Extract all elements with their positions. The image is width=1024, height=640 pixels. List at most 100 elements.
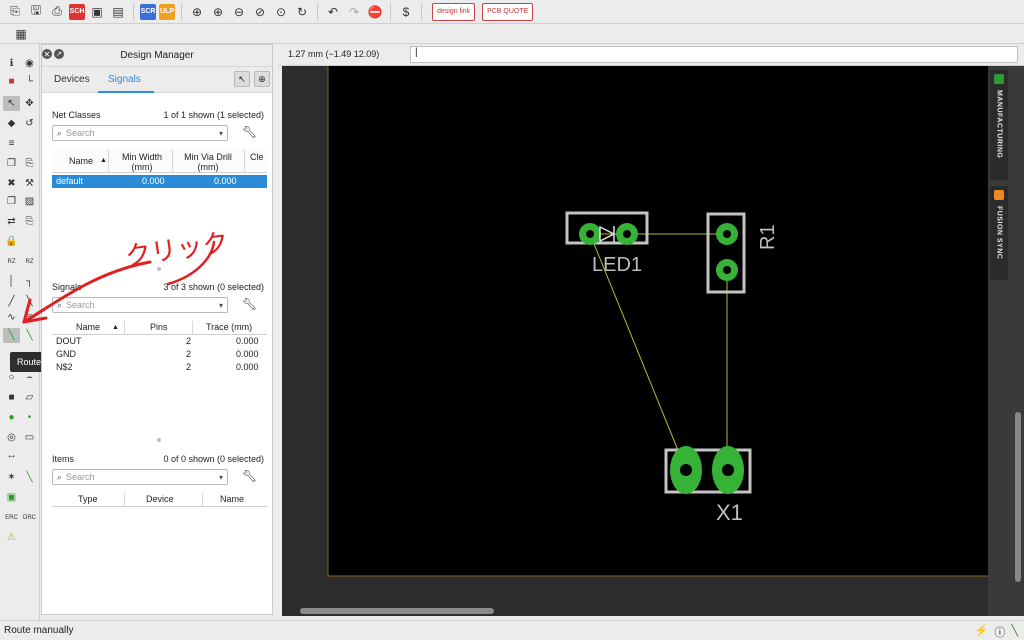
cam-icon[interactable]: ▣ xyxy=(91,4,103,19)
signal-icon[interactable]: • xyxy=(27,412,32,423)
circle-icon[interactable]: ○ xyxy=(8,372,15,383)
stop-icon[interactable]: ⛔ xyxy=(367,4,383,19)
copy-icon[interactable]: ❐ xyxy=(7,158,16,169)
replace-icon[interactable]: ❐ xyxy=(7,196,16,207)
column-header-clearance[interactable]: Cle xyxy=(250,152,264,162)
mirror-icon[interactable]: ◆ xyxy=(7,118,16,129)
r1-footprint[interactable] xyxy=(706,212,746,294)
dimension-icon[interactable]: ↔ xyxy=(6,450,17,461)
column-header-min-width[interactable]: Min Width (mm) xyxy=(121,152,162,172)
column-header-pins[interactable]: Pins xyxy=(150,322,168,332)
pcb-quote-button[interactable]: PCB QUOTE xyxy=(482,2,534,21)
design-link-button[interactable]: design link xyxy=(432,2,476,21)
ripup-icon[interactable]: ╲ xyxy=(26,296,33,307)
paste-group-icon[interactable]: ⎘ xyxy=(25,216,34,227)
zoom-out-icon[interactable]: ⊖ xyxy=(233,4,245,19)
column-header-name[interactable]: Name xyxy=(220,494,245,504)
redraw-icon[interactable]: ↻ xyxy=(296,4,308,19)
change-icon[interactable]: ⚒ xyxy=(25,178,34,189)
fusion-sync-tab[interactable]: FUSION SYNC xyxy=(990,186,1008,280)
paste-icon[interactable]: ⎘ xyxy=(25,158,34,169)
align-icon[interactable]: ≡ xyxy=(8,138,15,149)
fab-icon[interactable]: ▤ xyxy=(112,4,124,19)
column-header-type[interactable]: Type xyxy=(78,494,98,504)
splitter-handle[interactable] xyxy=(157,438,161,442)
lightning-icon[interactable]: ⚡ xyxy=(974,625,989,637)
x1-footprint[interactable] xyxy=(664,446,752,494)
column-header-trace[interactable]: Trace (mm) xyxy=(206,322,253,332)
command-line-input[interactable]: | xyxy=(410,46,1018,63)
help-icon[interactable]: $ xyxy=(402,4,410,19)
save-icon[interactable]: 🖫 xyxy=(30,3,42,17)
ratsnest-icon[interactable]: ✶ xyxy=(7,472,16,483)
undo-icon[interactable]: ↶ xyxy=(327,4,339,19)
column-header-device[interactable]: Device xyxy=(146,494,174,504)
arc-icon[interactable]: ⌢ xyxy=(26,372,33,383)
signals-search[interactable]: ⌕ Search ▾ xyxy=(52,297,228,313)
table-row[interactable]: default 0.000 0.000 xyxy=(52,175,267,188)
ulp-icon[interactable]: ULP xyxy=(159,3,175,20)
manufacturing-tab[interactable]: MANUFACTURING xyxy=(990,70,1008,180)
swap-icon[interactable]: ⇄ xyxy=(7,216,16,227)
zoom-select-icon[interactable]: ⊘ xyxy=(254,4,266,19)
lock-icon[interactable]: 🔒 xyxy=(5,236,18,247)
mark-icon[interactable]: └ xyxy=(25,76,34,87)
group-icon[interactable]: ▨ xyxy=(24,196,35,207)
grid-icon[interactable]: ▦ xyxy=(15,27,27,41)
show-icon[interactable]: ◉ xyxy=(25,58,34,69)
horizontal-scrollbar[interactable] xyxy=(300,608,494,614)
wrench-icon[interactable]: 🔧︎ xyxy=(242,297,258,311)
select-mode-icon[interactable]: ↖ xyxy=(234,71,250,87)
route-icon[interactable]: ╲ xyxy=(3,328,20,343)
optimize-icon[interactable]: RZ xyxy=(25,258,34,265)
wrench-icon[interactable]: 🔧︎ xyxy=(242,125,258,139)
route-status-icon[interactable]: ╲ xyxy=(1011,625,1018,637)
warning-icon[interactable]: ⚠ xyxy=(7,532,16,543)
table-row[interactable]: DOUT 2 0.000 xyxy=(52,335,267,348)
zoom-area-icon[interactable]: ⊙ xyxy=(275,4,287,19)
column-header-min-via-drill[interactable]: Min Via Drill (mm) xyxy=(184,152,232,172)
items-search[interactable]: ⌕ Search ▾ xyxy=(52,469,228,485)
erc-icon[interactable]: ERC xyxy=(5,514,18,521)
hole-icon[interactable]: ◎ xyxy=(7,432,16,443)
drc-icon[interactable]: DRC xyxy=(23,514,36,521)
via-icon[interactable]: ● xyxy=(8,412,15,423)
select-icon[interactable]: ↖ xyxy=(3,96,20,111)
menu-icon[interactable]: ≡ xyxy=(26,312,33,323)
zoom-fit-icon[interactable]: ⊕ xyxy=(191,4,203,19)
table-row[interactable]: GND 2 0.000 xyxy=(52,348,267,361)
wire-icon[interactable]: ╱ xyxy=(8,296,15,307)
net-classes-search[interactable]: ⌕ Search ▾ xyxy=(52,125,228,141)
redo-icon[interactable]: ↷ xyxy=(348,4,360,19)
zoom-mode-icon[interactable]: ⊕ xyxy=(254,71,270,87)
print-icon[interactable]: ⎙ xyxy=(52,4,62,18)
table-row[interactable]: N$2 2 0.000 xyxy=(52,361,267,374)
move-icon[interactable]: ✥ xyxy=(25,98,34,109)
tab-devices[interactable]: Devices xyxy=(54,74,90,85)
wrench-icon[interactable]: 🔧︎ xyxy=(242,469,258,483)
board-icon[interactable]: ▣ xyxy=(6,492,17,503)
delete-icon[interactable]: ✖ xyxy=(7,178,16,189)
attribute-icon[interactable]: ▭ xyxy=(24,432,35,443)
zoom-in-icon[interactable]: ⊕ xyxy=(212,4,224,19)
sch-icon[interactable]: SCH xyxy=(69,3,85,20)
rect-icon[interactable]: ■ xyxy=(8,392,15,403)
miter-icon[interactable]: ┐ xyxy=(25,276,34,287)
new-icon[interactable]: ⎘ xyxy=(10,4,20,18)
scr-icon[interactable]: SCR xyxy=(140,3,156,20)
tab-signals[interactable]: Signals xyxy=(108,74,141,85)
board-canvas[interactable]: LED1 R1 X1 xyxy=(282,66,988,616)
splitter-handle[interactable] xyxy=(157,267,161,271)
led1-footprint[interactable] xyxy=(565,211,649,245)
column-header-name[interactable]: Name xyxy=(76,322,101,332)
close-icon[interactable]: ✕ xyxy=(42,49,52,59)
auto-icon[interactable]: ╲ xyxy=(26,472,33,483)
meander-icon[interactable]: │ xyxy=(8,276,15,287)
info-icon[interactable]: ℹ xyxy=(9,58,14,69)
layers-icon[interactable]: ■ xyxy=(8,76,15,87)
info-icon[interactable]: ⓘ xyxy=(994,627,1006,639)
rotate-icon[interactable]: ↺ xyxy=(25,118,34,129)
autoroute-icon[interactable]: ╲ xyxy=(26,330,33,341)
float-icon[interactable]: ↗ xyxy=(54,49,64,59)
column-header-name[interactable]: Name xyxy=(68,156,93,166)
